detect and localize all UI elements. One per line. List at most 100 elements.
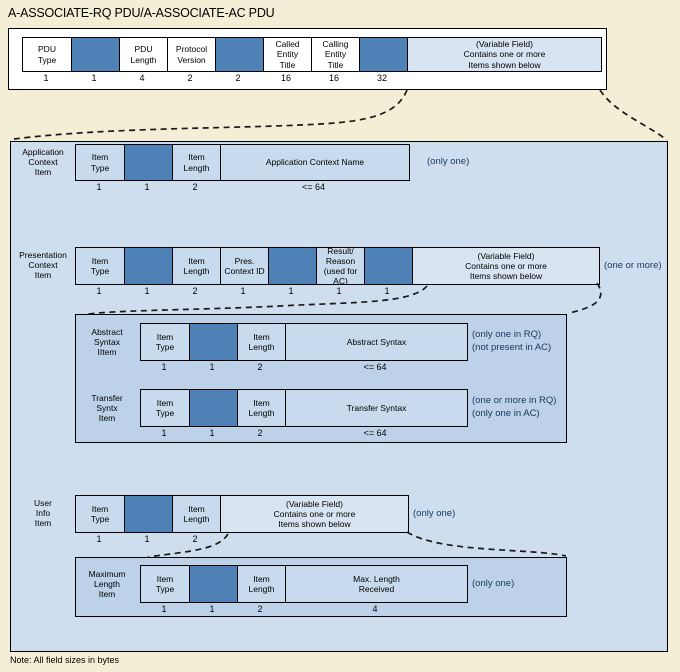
field-size: 2: [192, 534, 198, 544]
item-length-field: Item Length: [172, 496, 220, 532]
user-info-item-label: User Info Item: [34, 498, 52, 529]
protocol-version-field: Protocol Version: [167, 38, 215, 71]
field-size: 1: [240, 286, 246, 296]
field-size: 2: [257, 604, 263, 614]
application-context-row: Item Type Item Length Application Contex…: [75, 144, 410, 181]
cardinality-annotation: (one or more in RQ) (only one in AC): [472, 395, 557, 419]
pdu-field-sizes: 1 1 4 2 2 16 16 32: [22, 73, 406, 83]
maximum-length-sizes: 1 1 2 4: [140, 604, 466, 614]
filler-field: [268, 248, 316, 284]
field-size: 2: [187, 73, 193, 83]
item-length-field: Item Length: [237, 390, 285, 426]
filler-field: [189, 324, 237, 360]
transfer-syntax-sizes: 1 1 2 <= 64: [140, 428, 466, 438]
field-size: <= 64: [301, 182, 326, 192]
item-type-field: Item Type: [76, 145, 124, 180]
field-size: <= 64: [363, 362, 387, 372]
filler-field: [71, 38, 119, 71]
field-size: 1: [96, 534, 102, 544]
field-size: 2: [235, 73, 241, 83]
field-size: 1: [96, 286, 102, 296]
field-size: 1: [209, 428, 215, 438]
calling-entity-title-field: Calling Entity Title: [311, 38, 359, 71]
filler-field: [189, 390, 237, 426]
item-length-field: Item Length: [172, 248, 220, 284]
cardinality-annotation: (one or more): [604, 260, 662, 271]
field-size: 1: [144, 534, 150, 544]
abstract-syntax-sizes: 1 1 2 <= 64: [140, 362, 466, 372]
item-type-field: Item Type: [76, 496, 124, 532]
field-size: 2: [257, 428, 263, 438]
application-context-item-label: Application Context Item: [22, 147, 64, 178]
presentation-context-sizes: 1 1 2 1 1 1 1: [75, 286, 411, 296]
cardinality-annotation: (only one): [472, 578, 515, 589]
filler-field: [124, 496, 172, 532]
abstract-syntax-row: Item Type Item Length Abstract Syntax: [140, 323, 468, 361]
cardinality-annotation: (only one): [427, 156, 470, 167]
field-size: 2: [192, 182, 198, 192]
field-size: 16: [328, 73, 339, 83]
called-entity-title-field: Called Entity Title: [263, 38, 311, 71]
field-size: 1: [144, 286, 150, 296]
field-size: 16: [280, 73, 291, 83]
item-type-field: Item Type: [76, 248, 124, 284]
item-type-field: Item Type: [141, 324, 189, 360]
maximum-length-item-label: Maximum Length Item: [88, 569, 126, 600]
field-size: 1: [161, 604, 167, 614]
transfer-syntax-item-label: Transfer Syntx Item: [91, 393, 123, 424]
field-size: 4: [139, 73, 145, 83]
cardinality-annotation: (only one in RQ) (not present in AC): [472, 329, 552, 353]
presentation-variable-field: (Variable Field) Contains one or more It…: [412, 248, 599, 284]
filler-field: [359, 38, 407, 71]
max-length-received-field: Max. Length Received: [285, 566, 467, 602]
field-size: <= 64: [363, 428, 387, 438]
field-size: 1: [161, 428, 167, 438]
filler-field: [364, 248, 412, 284]
transfer-syntax-row: Item Type Item Length Transfer Syntax: [140, 389, 468, 427]
application-context-name-field: Application Context Name: [220, 145, 409, 180]
field-size: 2: [192, 286, 198, 296]
item-type-field: Item Type: [141, 390, 189, 426]
field-size: 1: [96, 182, 102, 192]
field-size: 1: [209, 604, 215, 614]
maximum-length-row: Item Type Item Length Max. Length Receiv…: [140, 565, 468, 603]
pdu-field-row: PDU Type PDU Length Protocol Version Cal…: [22, 37, 602, 72]
field-size: 1: [161, 362, 167, 372]
abstract-syntax-item-label: Abstract Syntax IItem: [91, 327, 123, 358]
footnote: Note: All field sizes in bytes: [10, 655, 120, 665]
dashed-connector: [13, 89, 408, 140]
filler-field: [124, 145, 172, 180]
pdu-variable-field: (Variable Field) Contains one or more It…: [407, 38, 601, 71]
item-length-field: Item Length: [237, 324, 285, 360]
field-size: 2: [257, 362, 263, 372]
field-size: 1: [336, 286, 342, 296]
user-info-variable-field: (Variable Field) Contains one or more It…: [220, 496, 408, 532]
diagram-title: A-ASSOCIATE-RQ PDU/A-ASSOCIATE-AC PDU: [8, 6, 275, 20]
dashed-connector: [599, 89, 668, 141]
filler-field: [124, 248, 172, 284]
field-size: 1: [43, 73, 49, 83]
field-size: 1: [384, 286, 390, 296]
field-size: 1: [91, 73, 97, 83]
result-reason-field: Result/ Reason (used for AC): [316, 248, 364, 284]
application-context-sizes: 1 1 2 <= 64: [75, 182, 408, 192]
filler-field: [189, 566, 237, 602]
field-size: 32: [376, 73, 387, 83]
filler-field: [215, 38, 263, 71]
field-size: 1: [209, 362, 215, 372]
presentation-context-item-label: Presentation Context Item: [19, 250, 67, 281]
transfer-syntax-field: Transfer Syntax: [285, 390, 467, 426]
pdu-type-field: PDU Type: [23, 38, 71, 71]
field-size: 1: [144, 182, 150, 192]
presentation-context-row: Item Type Item Length Pres. Context ID R…: [75, 247, 600, 285]
cardinality-annotation: (only one): [413, 508, 456, 519]
item-length-field: Item Length: [237, 566, 285, 602]
user-info-row: Item Type Item Length (Variable Field) C…: [75, 495, 409, 533]
field-size: 4: [372, 604, 378, 614]
pdu-length-field: PDU Length: [119, 38, 167, 71]
item-length-field: Item Length: [172, 145, 220, 180]
field-size: 1: [288, 286, 294, 296]
user-info-sizes: 1 1 2: [75, 534, 219, 544]
item-type-field: Item Type: [141, 566, 189, 602]
